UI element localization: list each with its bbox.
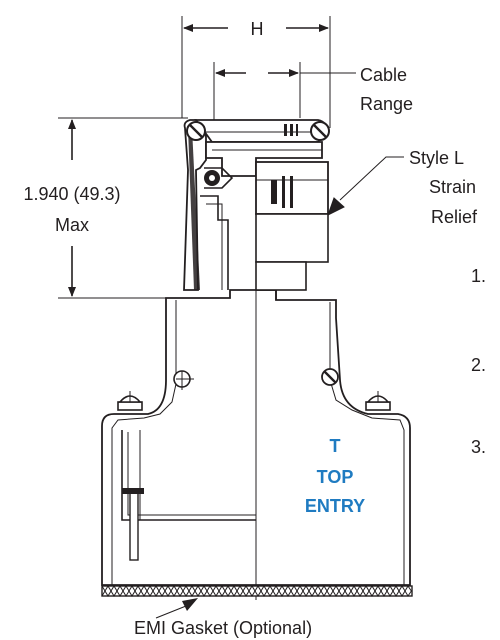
pivot-screw-right xyxy=(321,368,339,386)
side-number-3: 3. xyxy=(471,437,486,457)
dimension-h: H xyxy=(181,16,331,128)
entry-line2: ENTRY xyxy=(305,496,365,516)
cable-range-label-line1: Cable xyxy=(360,65,407,85)
strain-relief-line2: Strain xyxy=(429,177,476,197)
gasket-label: EMI Gasket (Optional) xyxy=(134,618,312,638)
side-number-2: 2. xyxy=(471,355,486,375)
pivot-screw-left xyxy=(173,370,194,390)
strain-relief-line3: Relief xyxy=(431,207,478,227)
strain-relief-line1: Style L xyxy=(409,148,464,168)
side-number-1: 1. xyxy=(471,266,486,286)
strain-relief-callout: Style L Strain Relief xyxy=(327,148,478,227)
entry-letter: T xyxy=(330,436,341,456)
side-numbers: 1. 2. 3. xyxy=(471,266,486,457)
entry-line1: TOP xyxy=(317,467,354,487)
strain-relief-clamp xyxy=(183,119,330,291)
emi-gasket: EMI Gasket (Optional) xyxy=(101,585,413,638)
right-mounting-screw xyxy=(365,391,391,411)
dimension-height: 1.940 (49.3) Max xyxy=(23,117,230,299)
height-qualifier-label: Max xyxy=(55,215,89,235)
cable-range-label-line2: Range xyxy=(360,94,413,114)
dimension-cable-range: Cable Range xyxy=(213,62,413,125)
left-mounting-screw xyxy=(117,391,143,411)
dimension-h-label: H xyxy=(251,19,264,39)
height-value-label: 1.940 (49.3) xyxy=(23,184,120,204)
top-entry-label: T TOP ENTRY xyxy=(305,436,365,516)
